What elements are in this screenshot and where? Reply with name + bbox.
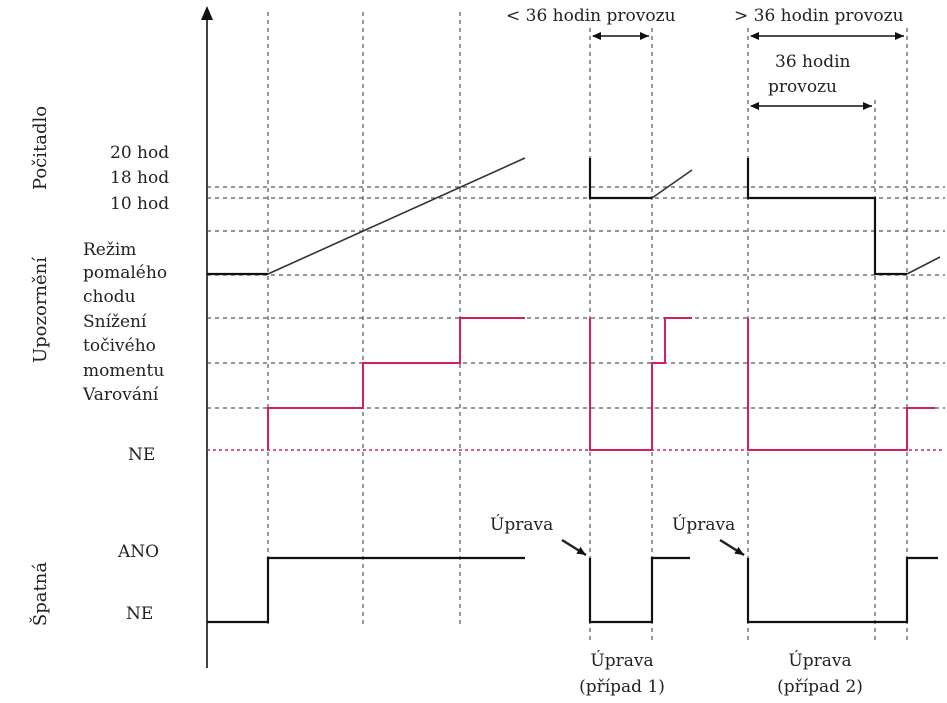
warning-trace bbox=[267, 317, 935, 451]
section-bad: Špatná bbox=[28, 562, 51, 626]
label-36-hours-line1: 36 hodin bbox=[775, 52, 851, 72]
case-1-line1: Úprava bbox=[590, 650, 653, 671]
warning-no: NE bbox=[128, 445, 155, 465]
label-less-36-hours: < 36 hodin provozu bbox=[506, 6, 676, 26]
case-2-line2: (případ 2) bbox=[777, 677, 863, 697]
bad-yes: ANO bbox=[117, 542, 159, 562]
case-2-line1: Úprava bbox=[788, 650, 851, 671]
warning-torque-line3: momentu bbox=[83, 361, 164, 381]
label-more-36-hours: > 36 hodin provozu bbox=[734, 6, 904, 26]
fix-annotation-2: Úprava bbox=[672, 514, 735, 535]
warning-warning: Varování bbox=[82, 385, 159, 405]
warning-torque-line2: točivého bbox=[83, 336, 156, 356]
fix-1-pointer-arrow bbox=[561, 538, 587, 557]
section-counter: Počitadlo bbox=[30, 106, 51, 190]
label-36-hours-line2: provozu bbox=[768, 77, 837, 97]
counter-trace bbox=[207, 157, 941, 276]
warning-slow-mode-line2: pomalého bbox=[83, 263, 167, 283]
warning-slow-mode-line1: Režim bbox=[83, 240, 136, 260]
counter-level-10: 10 hod bbox=[110, 194, 169, 214]
vertical-axis-arrow-icon bbox=[201, 6, 213, 20]
case-1-line2: (případ 1) bbox=[579, 677, 665, 697]
warning-torque-line1: Snížení bbox=[83, 312, 147, 332]
bad-no: NE bbox=[126, 604, 153, 624]
section-warning: Upozornění bbox=[30, 257, 51, 363]
bad-trace bbox=[207, 556, 938, 624]
horizontal-grid bbox=[207, 186, 945, 451]
fix-2-pointer-arrow bbox=[719, 538, 745, 557]
fix-annotation-1: Úprava bbox=[490, 514, 553, 535]
warning-slow-mode-line3: chodu bbox=[83, 287, 136, 307]
counter-level-18: 18 hod bbox=[110, 168, 169, 188]
counter-level-20: 20 hod bbox=[110, 143, 169, 163]
